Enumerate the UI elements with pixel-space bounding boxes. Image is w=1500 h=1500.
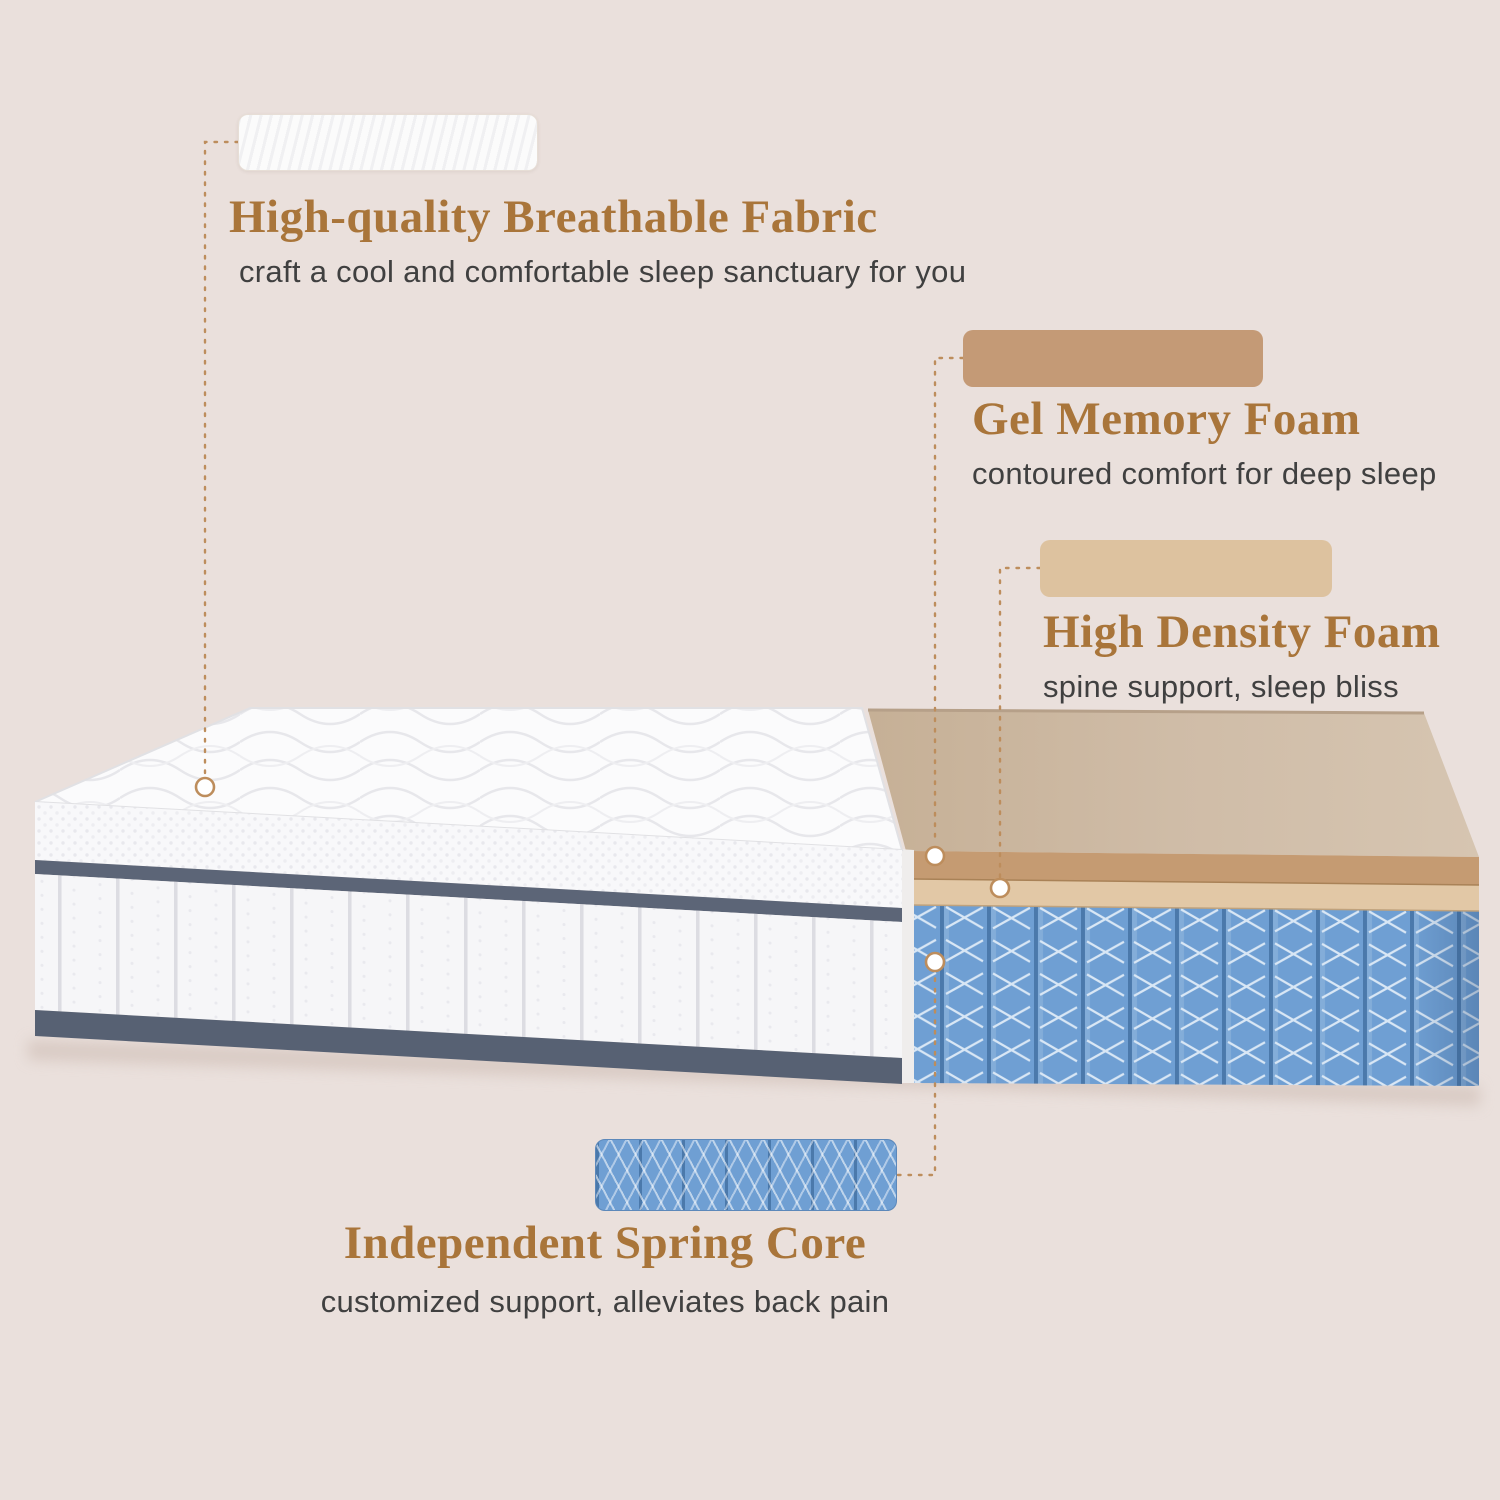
feature-gel-memory-foam: Gel Memory Foam contoured comfort for de… bbox=[972, 392, 1437, 492]
feature-subtitle-high-density-foam: spine support, sleep bliss bbox=[1043, 669, 1399, 704]
quilted-side-panel bbox=[35, 874, 902, 1058]
feature-subtitle-gel-memory-foam: contoured comfort for deep sleep bbox=[972, 456, 1437, 491]
feature-breathable-fabric: High-quality Breathable Fabric craft a c… bbox=[229, 190, 966, 290]
marker-dot-gel bbox=[924, 845, 946, 867]
gel-foam-layer-front bbox=[912, 851, 1479, 885]
navy-trim-lower bbox=[35, 1010, 902, 1084]
cutaway-right-section bbox=[867, 708, 1480, 1086]
feature-high-density-foam: High Density Foam spine support, sleep b… bbox=[1043, 605, 1441, 705]
feature-title-independent-spring-core: Independent Spring Core bbox=[343, 1217, 867, 1269]
connector-lines bbox=[203, 140, 1042, 1177]
feature-title-gel-memory-foam: Gel Memory Foam bbox=[972, 393, 1361, 445]
marker-dot-hd bbox=[989, 877, 1011, 899]
spring-core-swatch bbox=[595, 1139, 897, 1211]
navy-trim-upper bbox=[35, 860, 902, 922]
gel-memory-foam-swatch bbox=[963, 330, 1263, 387]
connector-line-fabric bbox=[203, 140, 240, 778]
feature-title-high-density-foam: High Density Foam bbox=[1043, 606, 1441, 658]
high-density-foam-swatch bbox=[1040, 540, 1332, 597]
marker-dot-spring bbox=[924, 951, 946, 973]
high-density-foam-layer-front bbox=[912, 879, 1479, 911]
marker-dots bbox=[194, 776, 1011, 973]
feature-independent-spring-core: Independent Spring Core customized suppo… bbox=[285, 1216, 925, 1320]
fabric-swatch bbox=[238, 114, 538, 171]
top-foam-surface bbox=[868, 710, 1479, 857]
mattress-left-section bbox=[34, 707, 904, 1084]
feature-title-breathable-fabric: High-quality Breathable Fabric bbox=[229, 191, 878, 243]
feature-subtitle-independent-spring-core: customized support, alleviates back pain bbox=[320, 1284, 890, 1319]
marker-dot-fabric bbox=[194, 776, 216, 798]
connector-line-spring bbox=[896, 971, 937, 1177]
connector-line-hd bbox=[998, 566, 1042, 879]
feature-subtitle-breathable-fabric: craft a cool and comfortable sleep sanct… bbox=[239, 254, 967, 289]
pillow-top-band bbox=[35, 802, 902, 908]
connector-line-gel bbox=[933, 356, 965, 846]
